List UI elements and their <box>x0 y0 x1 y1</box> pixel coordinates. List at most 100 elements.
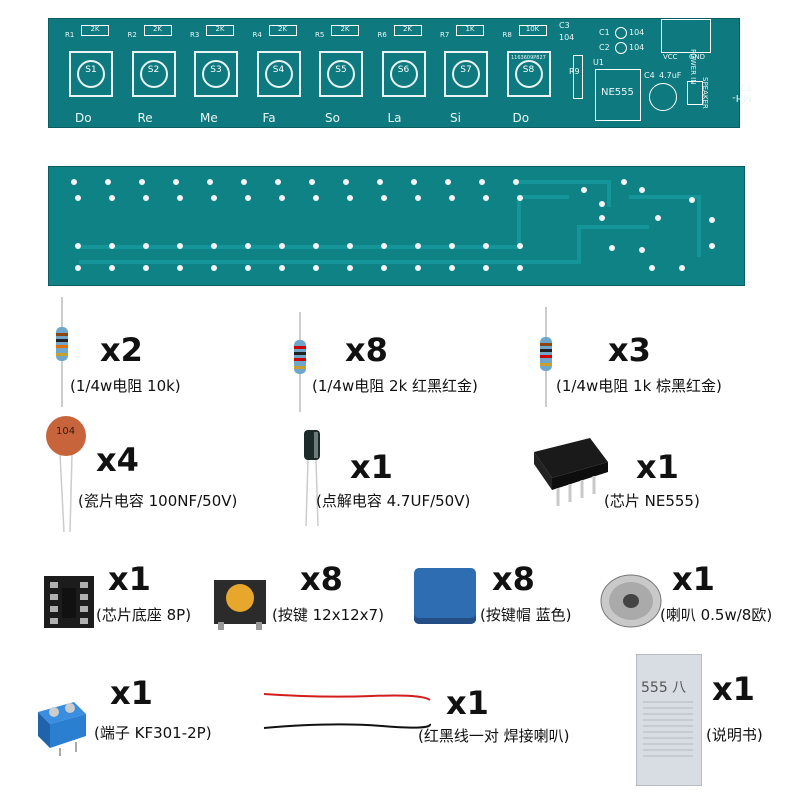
desc-resistor-2k: (1/4w电阻 2k 红黑红金) <box>312 377 478 395</box>
resistor-2k-icon <box>294 312 306 412</box>
switch-footprint: S6 <box>381 51 426 97</box>
solder-hole <box>517 195 523 201</box>
note-label: La <box>387 111 402 125</box>
solder-hole <box>649 265 655 271</box>
solder-hole <box>109 243 115 249</box>
switch-footprint: S7 <box>444 51 488 97</box>
solder-hole <box>689 197 695 203</box>
note-label: So <box>325 111 340 125</box>
solder-hole <box>479 179 485 185</box>
desc-ceramic-cap: (瓷片电容 100NF/50V) <box>78 492 238 510</box>
qty-resistor-1k: x3 <box>608 331 651 369</box>
resistor-ref: R7 <box>440 31 450 39</box>
solder-hole <box>173 179 179 185</box>
qty-keycap: x8 <box>492 560 535 598</box>
qty-resistor-2k: x8 <box>345 331 388 369</box>
resistor-value: 2K <box>215 25 225 33</box>
solder-hole <box>679 265 685 271</box>
solder-hole <box>207 179 213 185</box>
solder-hole <box>177 195 183 201</box>
c1-footprint <box>615 27 627 39</box>
switch-label: S5 <box>335 65 347 75</box>
solder-hole <box>639 247 645 253</box>
solder-hole <box>449 243 455 249</box>
code-label: 1163609P827 <box>511 55 546 61</box>
qty-tact-button: x8 <box>300 560 343 598</box>
manual-lines <box>643 701 693 761</box>
solder-hole <box>143 265 149 271</box>
qty-speaker: x1 <box>672 560 715 598</box>
desc-manual: (说明书) <box>706 726 763 744</box>
resistor-footprint: 2K <box>331 25 359 36</box>
resistor-ref: R1 <box>65 31 75 39</box>
switch-label: S2 <box>147 65 160 75</box>
switch-label: S3 <box>210 65 222 75</box>
switch-footprint: S5 <box>319 51 363 97</box>
solder-hole <box>75 243 81 249</box>
solder-hole <box>105 179 111 185</box>
resistor-value: 2K <box>152 25 163 33</box>
resistor-ref: R3 <box>190 31 200 39</box>
switch-footprint: S2 <box>131 51 176 97</box>
solder-hole <box>609 245 615 251</box>
solder-hole <box>449 195 455 201</box>
electrolytic-capacitor-icon <box>304 430 320 527</box>
solder-hole <box>381 195 387 201</box>
solder-hole <box>177 265 183 271</box>
solder-hole <box>639 187 645 193</box>
resistor-footprint: 2K <box>393 25 422 36</box>
qty-wires: x1 <box>446 684 489 722</box>
solder-hole <box>245 243 251 249</box>
solder-hole <box>415 195 421 201</box>
qty-ceramic-cap: x4 <box>96 441 139 479</box>
desc-electrolytic-cap: (点解电容 4.7UF/50V) <box>316 492 471 510</box>
switch-ring <box>327 60 355 88</box>
note-label: Re <box>137 111 153 125</box>
qty-manual: x1 <box>712 670 755 708</box>
solder-hole <box>517 265 523 271</box>
solder-hole <box>343 179 349 185</box>
solder-hole <box>279 265 285 271</box>
pcb-traces <box>79 180 701 264</box>
solder-hole <box>581 187 587 193</box>
solder-hole <box>415 243 421 249</box>
solder-hole <box>381 265 387 271</box>
resistor-value: 2K <box>402 25 413 33</box>
note-label: Si <box>450 111 461 125</box>
resistor-value: 2K <box>90 25 100 33</box>
ne555-chip-icon <box>534 438 608 506</box>
solder-hole <box>109 265 115 271</box>
switch-label: S4 <box>272 65 285 75</box>
c4-label: C4 <box>644 71 655 80</box>
resistor-ref: R4 <box>252 31 262 39</box>
solder-hole <box>211 243 217 249</box>
desc-terminal: (端子 KF301-2P) <box>94 724 212 742</box>
note-label: Me <box>200 111 218 125</box>
desc-keycap: (按键帽 蓝色) <box>480 606 572 624</box>
switch-footprint: S1 <box>69 51 113 97</box>
u1-label: U1 <box>593 58 604 67</box>
solder-hole <box>143 243 149 249</box>
resistor-footprint: 1K <box>456 25 484 36</box>
solder-hole <box>75 195 81 201</box>
desc-resistor-10k: (1/4w电阻 10k) <box>70 377 181 395</box>
resistor-footprint: 10K <box>518 25 547 36</box>
switch-footprint: S3 <box>194 51 238 97</box>
power-in-label: POWER IN <box>689 49 697 85</box>
switch-label: S1 <box>85 65 97 75</box>
solder-hole <box>655 215 661 221</box>
c2-value: 104 <box>629 43 645 52</box>
solder-hole <box>279 195 285 201</box>
vcc-label: VCC <box>663 53 678 61</box>
chip-label: NE555 <box>601 87 634 98</box>
solder-hole <box>275 179 281 185</box>
solder-hole <box>241 179 247 185</box>
switch-ring <box>264 60 293 88</box>
solder-hole <box>483 243 489 249</box>
pcb-back-board <box>48 166 745 286</box>
c4-value: 4.7uF <box>659 71 682 80</box>
